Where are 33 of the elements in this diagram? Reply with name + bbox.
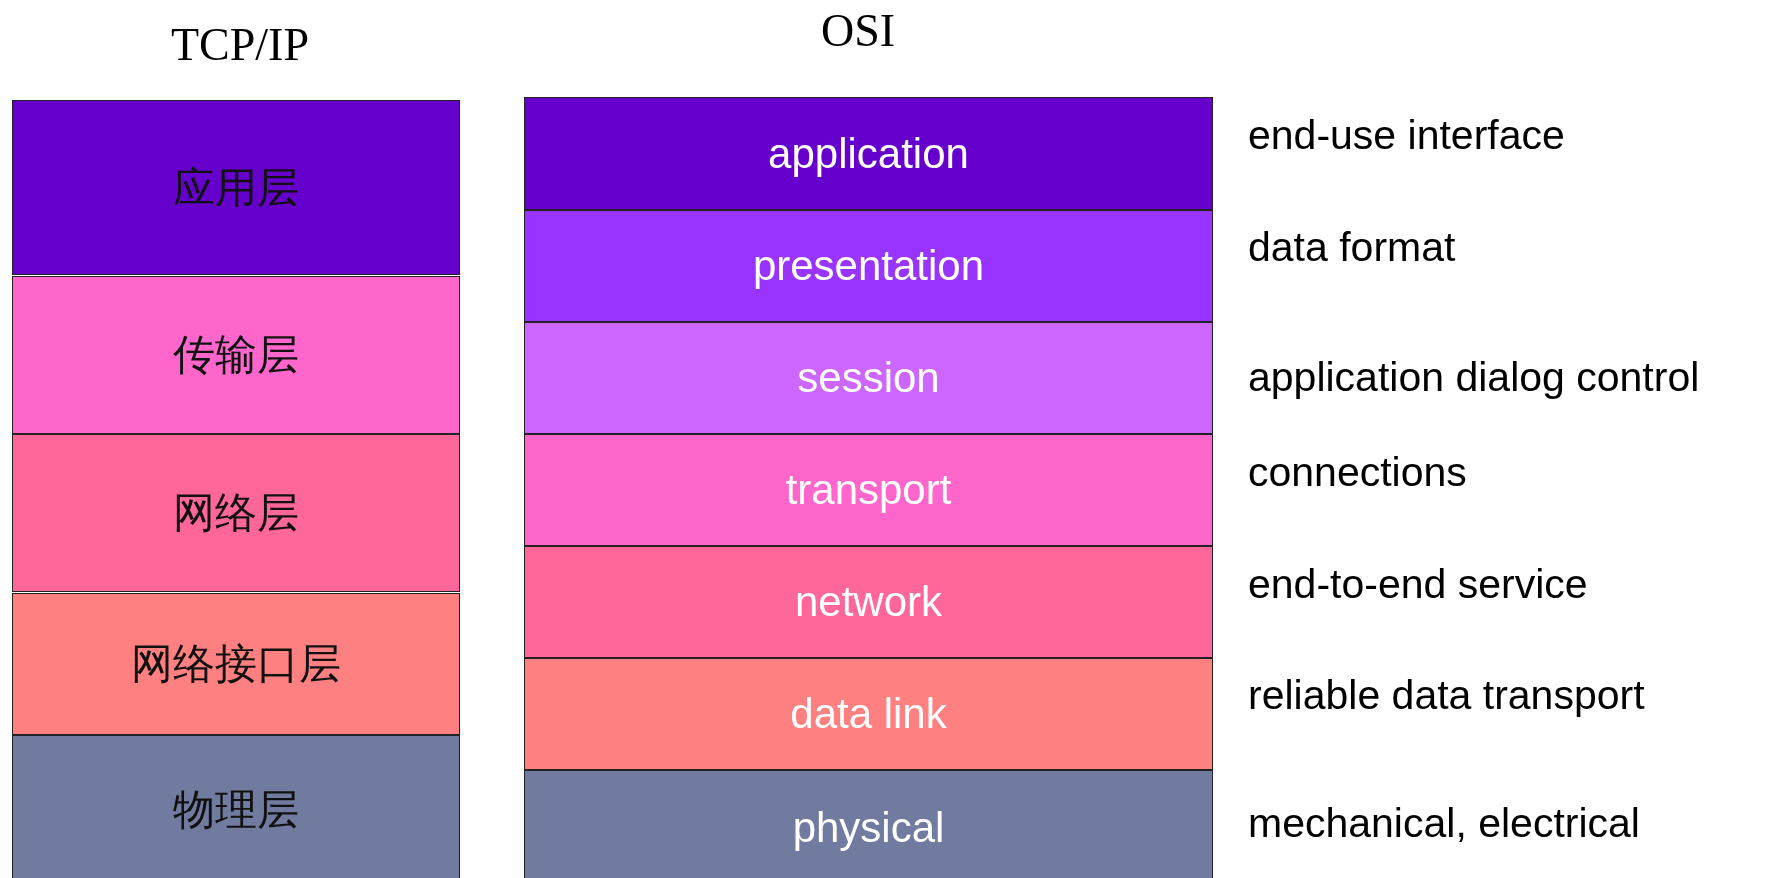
layer-name: session <box>797 354 940 402</box>
layer-box <box>12 735 460 878</box>
layer-box <box>524 546 1213 658</box>
layer-name: 网络接口层 <box>131 638 341 690</box>
layer-box <box>524 434 1213 546</box>
layer-name: physical <box>792 803 945 852</box>
layer-description: application dialog control <box>1248 354 1700 401</box>
layer-name: data link <box>790 690 947 738</box>
layer-name: network <box>794 578 943 626</box>
layer-name: 网络层 <box>173 487 299 539</box>
layer-name: transport <box>785 466 952 514</box>
layer-name: 传输层 <box>173 329 299 381</box>
layer-description: connections <box>1248 449 1467 496</box>
layer-box <box>12 276 460 434</box>
layer-name: application <box>768 129 969 178</box>
layer-description: reliable data transport <box>1248 672 1645 719</box>
column-heading: TCP/IP <box>171 18 309 71</box>
layer-description: data format <box>1248 224 1456 271</box>
layer-box <box>524 210 1213 322</box>
layer-description: end-use interface <box>1248 112 1565 159</box>
layer-box <box>524 658 1213 770</box>
column-heading: OSI <box>820 4 896 57</box>
layer-description: mechanical, electrical <box>1248 800 1640 847</box>
layer-name: 物理层 <box>173 784 299 836</box>
layer-box <box>524 770 1213 878</box>
layer-box <box>524 322 1213 434</box>
layer-name: 应用层 <box>173 161 299 214</box>
layer-box <box>524 97 1213 210</box>
layer-box <box>12 593 460 735</box>
layer-name: presentation <box>752 242 985 290</box>
layer-description: end-to-end service <box>1248 561 1588 608</box>
layer-box <box>12 100 460 275</box>
layer-box <box>12 434 460 592</box>
